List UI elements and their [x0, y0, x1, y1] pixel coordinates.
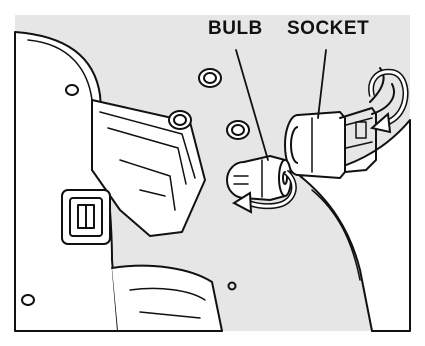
bulb-label: BULB — [208, 19, 263, 38]
grommet — [169, 111, 191, 129]
grommet — [199, 69, 221, 87]
lower-shell — [112, 266, 222, 331]
socket-label: SOCKET — [287, 19, 369, 38]
grommet — [227, 121, 249, 139]
bulb-leader-line — [236, 50, 268, 160]
counterclockwise-arrow-icon — [371, 72, 405, 132]
bulb — [227, 156, 291, 200]
mount-hole — [229, 283, 236, 290]
socket-leader-line — [318, 50, 326, 118]
